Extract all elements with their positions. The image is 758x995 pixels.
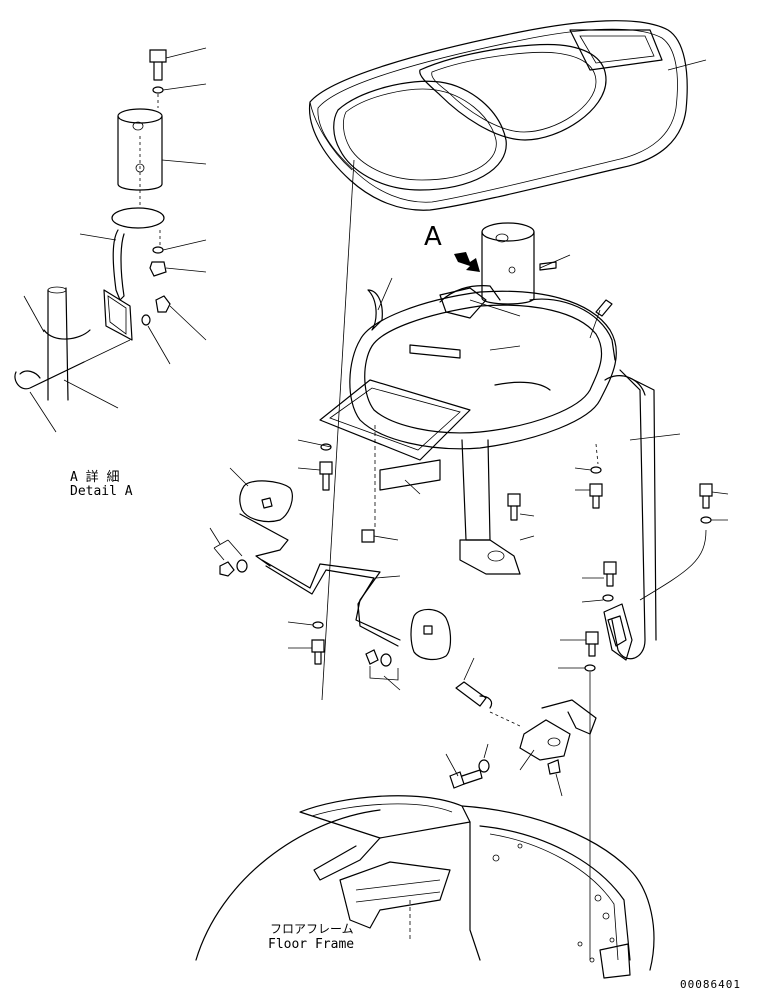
mirror-lower	[410, 608, 452, 661]
view-direction-arrow-icon	[454, 252, 480, 272]
bolt-set-center	[297, 439, 399, 543]
nut-set-left	[209, 527, 401, 691]
drawing-number: 00086401	[680, 978, 741, 991]
canopy-roof	[308, 20, 707, 211]
floor-frame	[195, 795, 655, 979]
frame-post	[459, 439, 535, 575]
mirror-arm	[261, 559, 401, 647]
mirror-upper	[229, 467, 293, 567]
leader-line	[629, 433, 681, 441]
leader-line	[404, 479, 421, 495]
bolt-set-lower-left	[287, 621, 325, 665]
view-letter-label: A	[424, 222, 442, 252]
hinge-bracket	[603, 603, 633, 661]
floor-jp-label: フロアフレーム	[270, 922, 354, 936]
detail-jp-label: A 詳 細	[70, 470, 120, 485]
detail-a-assembly	[14, 47, 207, 433]
floor-en-label: Floor Frame	[268, 937, 355, 952]
connector-switch	[445, 657, 597, 797]
bolt-set-right	[507, 443, 729, 960]
leader-line-roof	[321, 159, 355, 701]
beacon-lamp	[481, 222, 571, 305]
detail-en-label: Detail A	[70, 484, 133, 499]
handrail-frame	[319, 277, 657, 660]
